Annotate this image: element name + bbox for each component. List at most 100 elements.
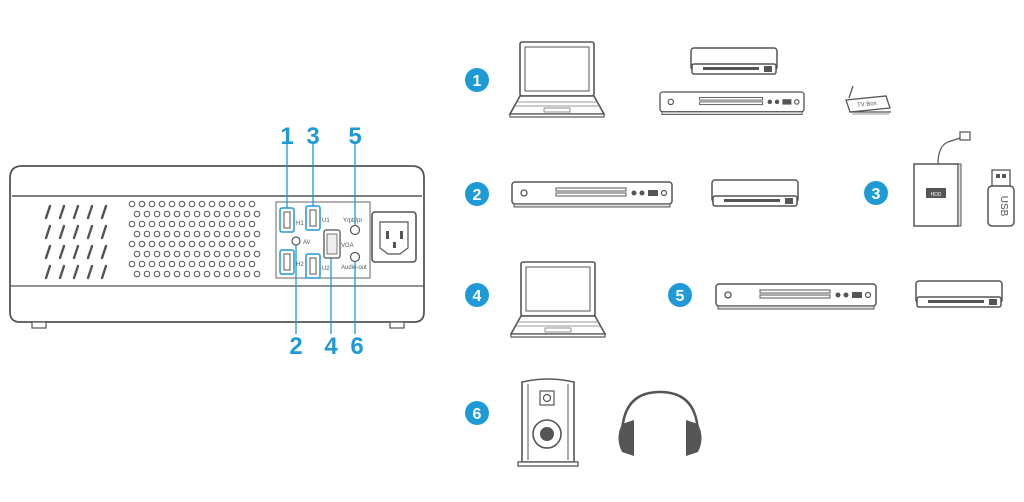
- badge-1: 1: [465, 68, 489, 92]
- audio-out-port: Audio-out: [341, 251, 367, 271]
- vent-slot: [86, 204, 94, 220]
- vent-hole: [163, 250, 171, 258]
- vent-hole: [128, 240, 136, 248]
- vent-hole: [238, 260, 246, 268]
- vent-slot: [44, 224, 52, 240]
- vent-slot: [44, 244, 52, 260]
- vent-hole: [198, 220, 206, 228]
- vent-slot: [58, 224, 66, 240]
- vent-hole: [173, 230, 181, 238]
- vent-hole: [143, 230, 151, 238]
- vent-hole: [198, 200, 206, 208]
- vent-hole: [203, 250, 211, 258]
- vent-hole: [233, 250, 241, 258]
- callout-4: 4: [324, 333, 338, 360]
- vent-hole: [133, 230, 141, 238]
- ypbpr-port: Y/pb/pr: [343, 218, 362, 236]
- laptop-icon: [510, 261, 606, 338]
- vent-hole: [238, 240, 246, 248]
- vent-hole: [138, 260, 146, 268]
- vent-hole: [218, 220, 226, 228]
- hdmi2-label: H2: [296, 262, 304, 268]
- vent-hole: [188, 200, 196, 208]
- vent-hole: [173, 210, 181, 218]
- vent-hole: [183, 210, 191, 218]
- vent-hole: [208, 200, 216, 208]
- vent-hole: [133, 270, 141, 278]
- vent-hole: [168, 240, 176, 248]
- svg-text:4: 4: [473, 288, 482, 305]
- callout-3: 3: [306, 123, 319, 150]
- power-socket: [371, 211, 417, 263]
- vent-hole: [148, 260, 156, 268]
- vent-hole: [153, 250, 161, 258]
- vent-hole: [228, 220, 236, 228]
- vent-hole: [253, 230, 261, 238]
- callout-5: 5: [348, 123, 361, 150]
- badge-2: 2: [465, 182, 489, 206]
- vent-hole: [183, 250, 191, 258]
- vent-hole: [163, 230, 171, 238]
- vent-hole: [198, 240, 206, 248]
- usb1-label: U1: [322, 218, 330, 224]
- vent-hole: [178, 240, 186, 248]
- badge-4: 4: [465, 283, 489, 307]
- vent-hole: [133, 210, 141, 218]
- svg-text:2: 2: [473, 187, 482, 204]
- vent-hole: [253, 210, 261, 218]
- vent-hole: [233, 210, 241, 218]
- svg-text:3: 3: [872, 186, 881, 203]
- audio-out-label: Audio-out: [341, 265, 367, 271]
- vent-hole: [183, 230, 191, 238]
- vent-hole: [188, 220, 196, 228]
- vent-hole: [218, 200, 226, 208]
- vent-hole: [233, 230, 241, 238]
- badge-6: 6: [465, 401, 489, 425]
- vent-slot: [58, 244, 66, 260]
- vent-hole: [128, 220, 136, 228]
- vent-hole: [243, 270, 251, 278]
- blu-ray-player-icon: [715, 283, 877, 310]
- ypbpr-label: Y/pb/pr: [343, 218, 362, 224]
- vent-hole: [168, 260, 176, 268]
- vent-hole: [248, 220, 256, 228]
- tv-box-icon: TV Box: [845, 85, 891, 115]
- vent-hole: [193, 250, 201, 258]
- vent-hole: [248, 260, 256, 268]
- usb-stick-icon: USB: [987, 169, 1015, 227]
- callout-2: 2: [289, 333, 302, 360]
- vent-slot: [72, 264, 80, 280]
- vent-holes: [128, 200, 261, 278]
- vent-hole: [173, 270, 181, 278]
- vent-slot: [100, 204, 108, 220]
- headphones-icon: [618, 390, 702, 456]
- vent-hole: [213, 210, 221, 218]
- vent-hole: [128, 260, 136, 268]
- vent-hole: [188, 260, 196, 268]
- vent-hole: [183, 270, 191, 278]
- vent-hole: [138, 200, 146, 208]
- vent-hole: [163, 270, 171, 278]
- blu-ray-player-icon: [511, 181, 673, 208]
- vent-hole: [238, 200, 246, 208]
- vent-slot: [100, 244, 108, 260]
- vent-hole: [238, 220, 246, 228]
- vent-hole: [228, 240, 236, 248]
- vent-hole: [218, 260, 226, 268]
- vent-hole: [158, 220, 166, 228]
- svg-text:6: 6: [473, 406, 482, 423]
- vent-slot: [72, 224, 80, 240]
- vent-hole: [218, 240, 226, 248]
- vent-slot: [100, 264, 108, 280]
- vent-hole: [143, 250, 151, 258]
- av-label: AV: [303, 240, 311, 246]
- vent-hole: [143, 210, 151, 218]
- tv-box-label: TV Box: [857, 101, 877, 109]
- vent-hole: [148, 240, 156, 248]
- dvd-player-icon: [915, 280, 1003, 308]
- callout-lines: [286, 144, 356, 334]
- usb-label: USB: [998, 196, 1009, 217]
- vent-hole: [168, 200, 176, 208]
- vent-hole: [128, 200, 136, 208]
- vent-hole: [193, 270, 201, 278]
